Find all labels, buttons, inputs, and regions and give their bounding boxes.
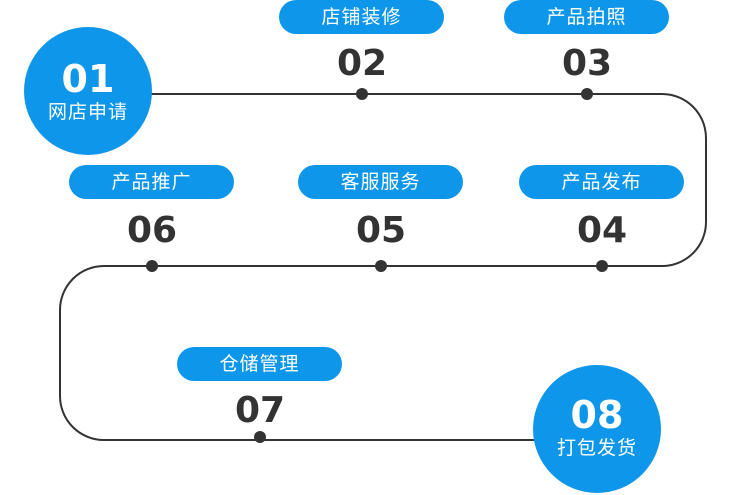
step-01-number: 01 bbox=[61, 57, 115, 101]
step-02-dot bbox=[356, 88, 368, 100]
step-05-number: 05 bbox=[355, 210, 407, 251]
step-03-pill: 产品拍照 bbox=[504, 0, 669, 34]
step-01-circle: 01 网店申请 bbox=[24, 27, 152, 155]
step-06-number: 06 bbox=[126, 210, 178, 251]
step-02-number: 02 bbox=[336, 43, 388, 84]
step-01-label: 网店申请 bbox=[47, 101, 128, 123]
step-05-dot bbox=[375, 260, 387, 272]
step-06-pill: 产品推广 bbox=[69, 165, 234, 199]
step-03-number: 03 bbox=[561, 43, 613, 84]
step-07-pill: 仓储管理 bbox=[177, 347, 342, 381]
step-07-number: 07 bbox=[234, 390, 286, 431]
step-03-dot bbox=[581, 88, 593, 100]
step-02-pill: 店铺装修 bbox=[279, 0, 444, 34]
step-04-pill: 产品发布 bbox=[519, 165, 684, 199]
step-08-circle: 08 打包发货 bbox=[533, 365, 661, 493]
step-07-dot bbox=[254, 431, 266, 443]
step-04-dot bbox=[596, 260, 608, 272]
step-04-number: 04 bbox=[576, 210, 628, 251]
step-06-dot bbox=[146, 260, 158, 272]
step-08-label: 打包发货 bbox=[556, 437, 637, 459]
step-05-pill: 客服服务 bbox=[298, 165, 463, 199]
step-08-number: 08 bbox=[570, 393, 624, 437]
